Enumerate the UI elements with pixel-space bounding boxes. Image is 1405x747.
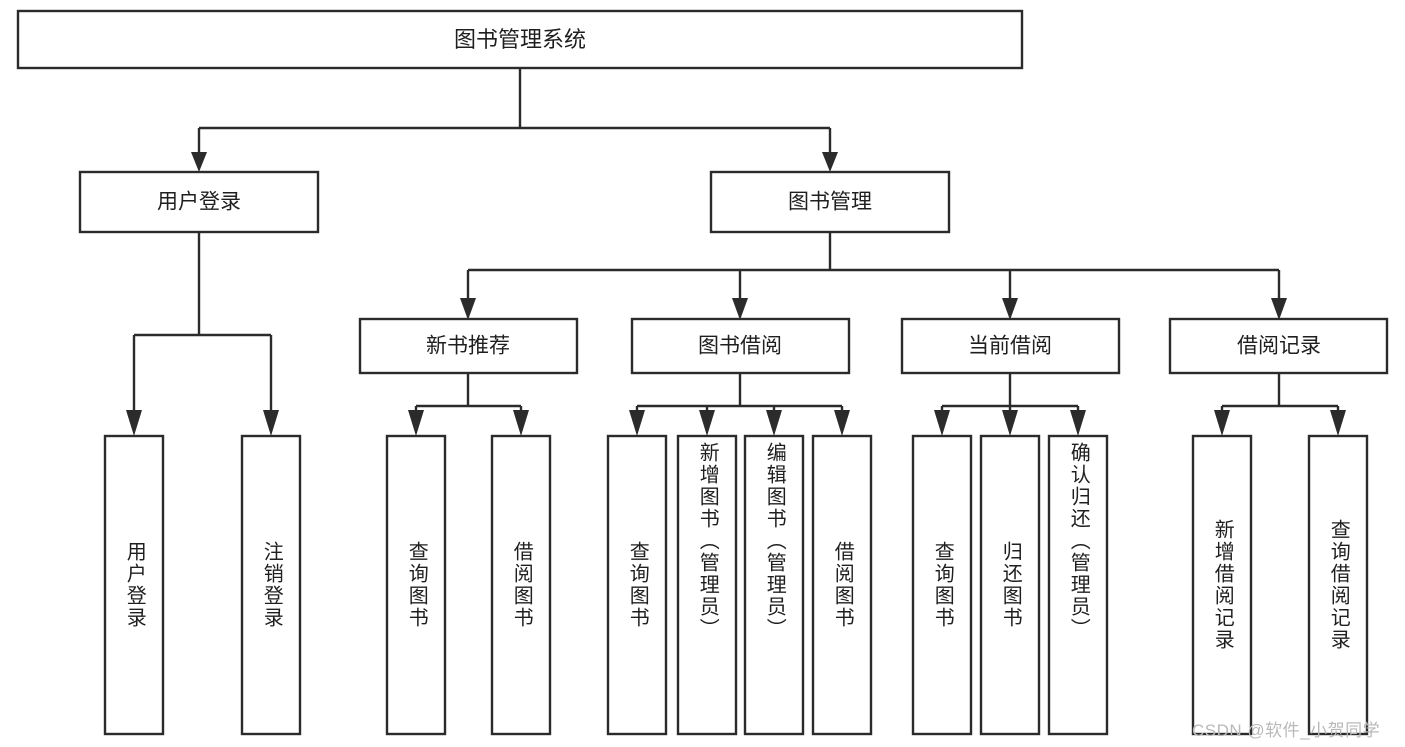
leaf-box-borrow-book-1[interactable]: [490, 434, 552, 736]
leaf-box-query-book-2[interactable]: [606, 434, 668, 736]
arrow-head-new-book-recommend: [460, 298, 476, 320]
node-book-management[interactable]: 图书管理: [709, 170, 951, 234]
arrow-head-leaf-add-book: [699, 410, 715, 436]
node-current-borrow-label: 当前借阅: [968, 335, 1052, 358]
leaf-group-new-book-recommend: [385, 434, 552, 736]
arrow-head-leaf-return-book: [1002, 410, 1018, 436]
connector-root-to-level1: [191, 68, 838, 172]
node-root-label: 图书管理系统: [454, 27, 586, 52]
leaf-box-logout-login[interactable]: [240, 434, 302, 736]
node-new-book-recommend[interactable]: 新书推荐: [358, 317, 579, 375]
node-book-borrow-box[interactable]: [630, 317, 851, 375]
node-new-book-recommend-box[interactable]: [358, 317, 579, 375]
node-root[interactable]: 图书管理系统: [16, 9, 1024, 70]
arrow-head-leaf-borrow-book-1: [513, 410, 529, 436]
arrow-head-user-login: [191, 152, 207, 172]
arrow-head-leaf-query-book-1: [408, 410, 424, 436]
leaf-box-return-book[interactable]: [979, 434, 1041, 736]
leaf-box-borrow-book-2[interactable]: [811, 434, 873, 736]
node-current-borrow[interactable]: 当前借阅: [900, 317, 1121, 375]
node-book-management-box[interactable]: [709, 170, 951, 234]
arrow-head-leaf-query-record: [1330, 410, 1346, 436]
node-current-borrow-box[interactable]: [900, 317, 1121, 375]
connector-book-management-to-level2: [460, 232, 1287, 320]
leaf-box-add-book[interactable]: [676, 434, 738, 736]
node-user-login-box[interactable]: [78, 170, 320, 234]
node-book-management-label: 图书管理: [788, 191, 872, 214]
node-borrow-record-box[interactable]: [1168, 317, 1389, 375]
arrow-head-leaf-logout-login: [263, 410, 279, 436]
connector-current-borrow-to-leaves: [934, 373, 1086, 436]
node-root-box[interactable]: [16, 9, 1024, 70]
arrow-head-leaf-query-book-3: [934, 410, 950, 436]
leaf-group-user-login: [103, 434, 302, 736]
leaf-group-book-borrow: [606, 434, 873, 736]
node-user-login[interactable]: 用户登录: [78, 170, 320, 234]
node-user-login-label: 用户登录: [157, 191, 241, 214]
leaf-box-user-login[interactable]: [103, 434, 165, 736]
arrow-head-borrow-record: [1271, 298, 1287, 320]
arrow-head-leaf-borrow-book-2: [834, 410, 850, 436]
leaf-group-current-borrow: [911, 434, 1109, 736]
leaf-group-borrow-record: [1191, 434, 1369, 736]
node-book-borrow-label: 图书借阅: [698, 335, 782, 358]
leaf-box-query-book-3[interactable]: [911, 434, 973, 736]
node-book-borrow[interactable]: 图书借阅: [630, 317, 851, 375]
arrow-head-leaf-edit-book: [766, 410, 782, 436]
leaf-box-confirm-return[interactable]: [1047, 434, 1109, 736]
leaf-box-add-record[interactable]: [1191, 434, 1253, 736]
leaf-box-query-book-1[interactable]: [385, 434, 447, 736]
connector-book-borrow-to-leaves: [629, 373, 850, 436]
arrow-head-leaf-add-record: [1214, 410, 1230, 436]
arrow-head-current-borrow: [1002, 298, 1018, 320]
arrow-head-leaf-confirm-return: [1070, 410, 1086, 436]
connector-new-book-recommend-to-leaves: [408, 373, 529, 436]
connector-user-login-to-leaves: [126, 232, 279, 436]
csdn-watermark: CSDN @软件_小贺同学: [1192, 721, 1381, 740]
leaf-box-edit-book[interactable]: [743, 434, 805, 736]
arrow-head-book-borrow: [732, 298, 748, 320]
node-borrow-record-label: 借阅记录: [1237, 335, 1321, 358]
arrow-head-leaf-user-login: [126, 410, 142, 436]
node-new-book-recommend-label: 新书推荐: [426, 335, 510, 358]
arrow-head-book-management: [822, 152, 838, 172]
node-borrow-record[interactable]: 借阅记录: [1168, 317, 1389, 375]
connector-borrow-record-to-leaves: [1214, 373, 1346, 436]
arrow-head-leaf-query-book-2: [629, 410, 645, 436]
leaf-box-query-record[interactable]: [1307, 434, 1369, 736]
